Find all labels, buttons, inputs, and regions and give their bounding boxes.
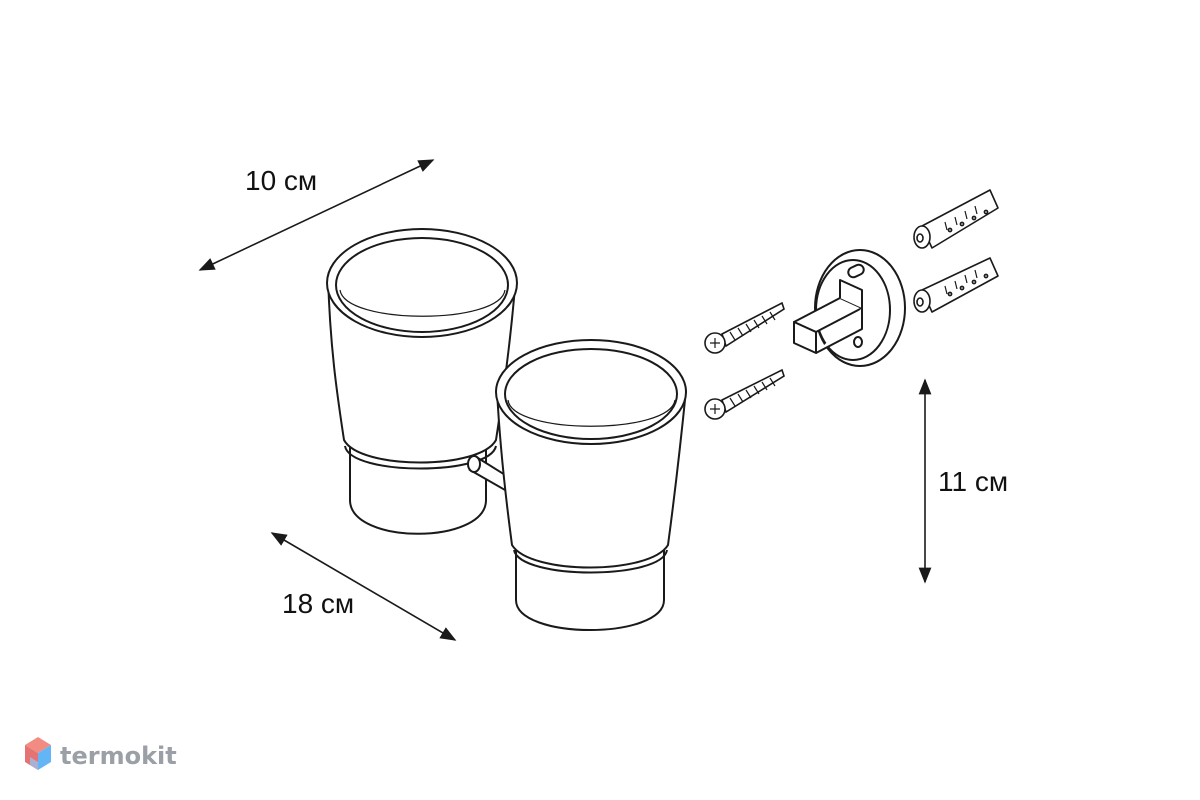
back-cup (326, 228, 518, 535)
width-dimension-label: 18 см (282, 588, 354, 619)
width-dimension-arrow (270, 532, 457, 641)
brand-name: termokit (60, 742, 177, 770)
wall-anchor-lower (913, 257, 999, 313)
screw-lower (704, 368, 785, 420)
depth-dimension-label: 10 см (245, 165, 317, 196)
brand-cube-icon (25, 737, 51, 770)
brand-logo: termokit (25, 737, 177, 770)
depth-dimension-arrow (198, 159, 435, 271)
wall-anchor-upper (913, 189, 999, 249)
wall-mount-plate (793, 249, 906, 367)
height-dimension-label: 11 см (938, 466, 1008, 497)
screw-upper (704, 301, 785, 354)
front-cup (495, 339, 687, 631)
